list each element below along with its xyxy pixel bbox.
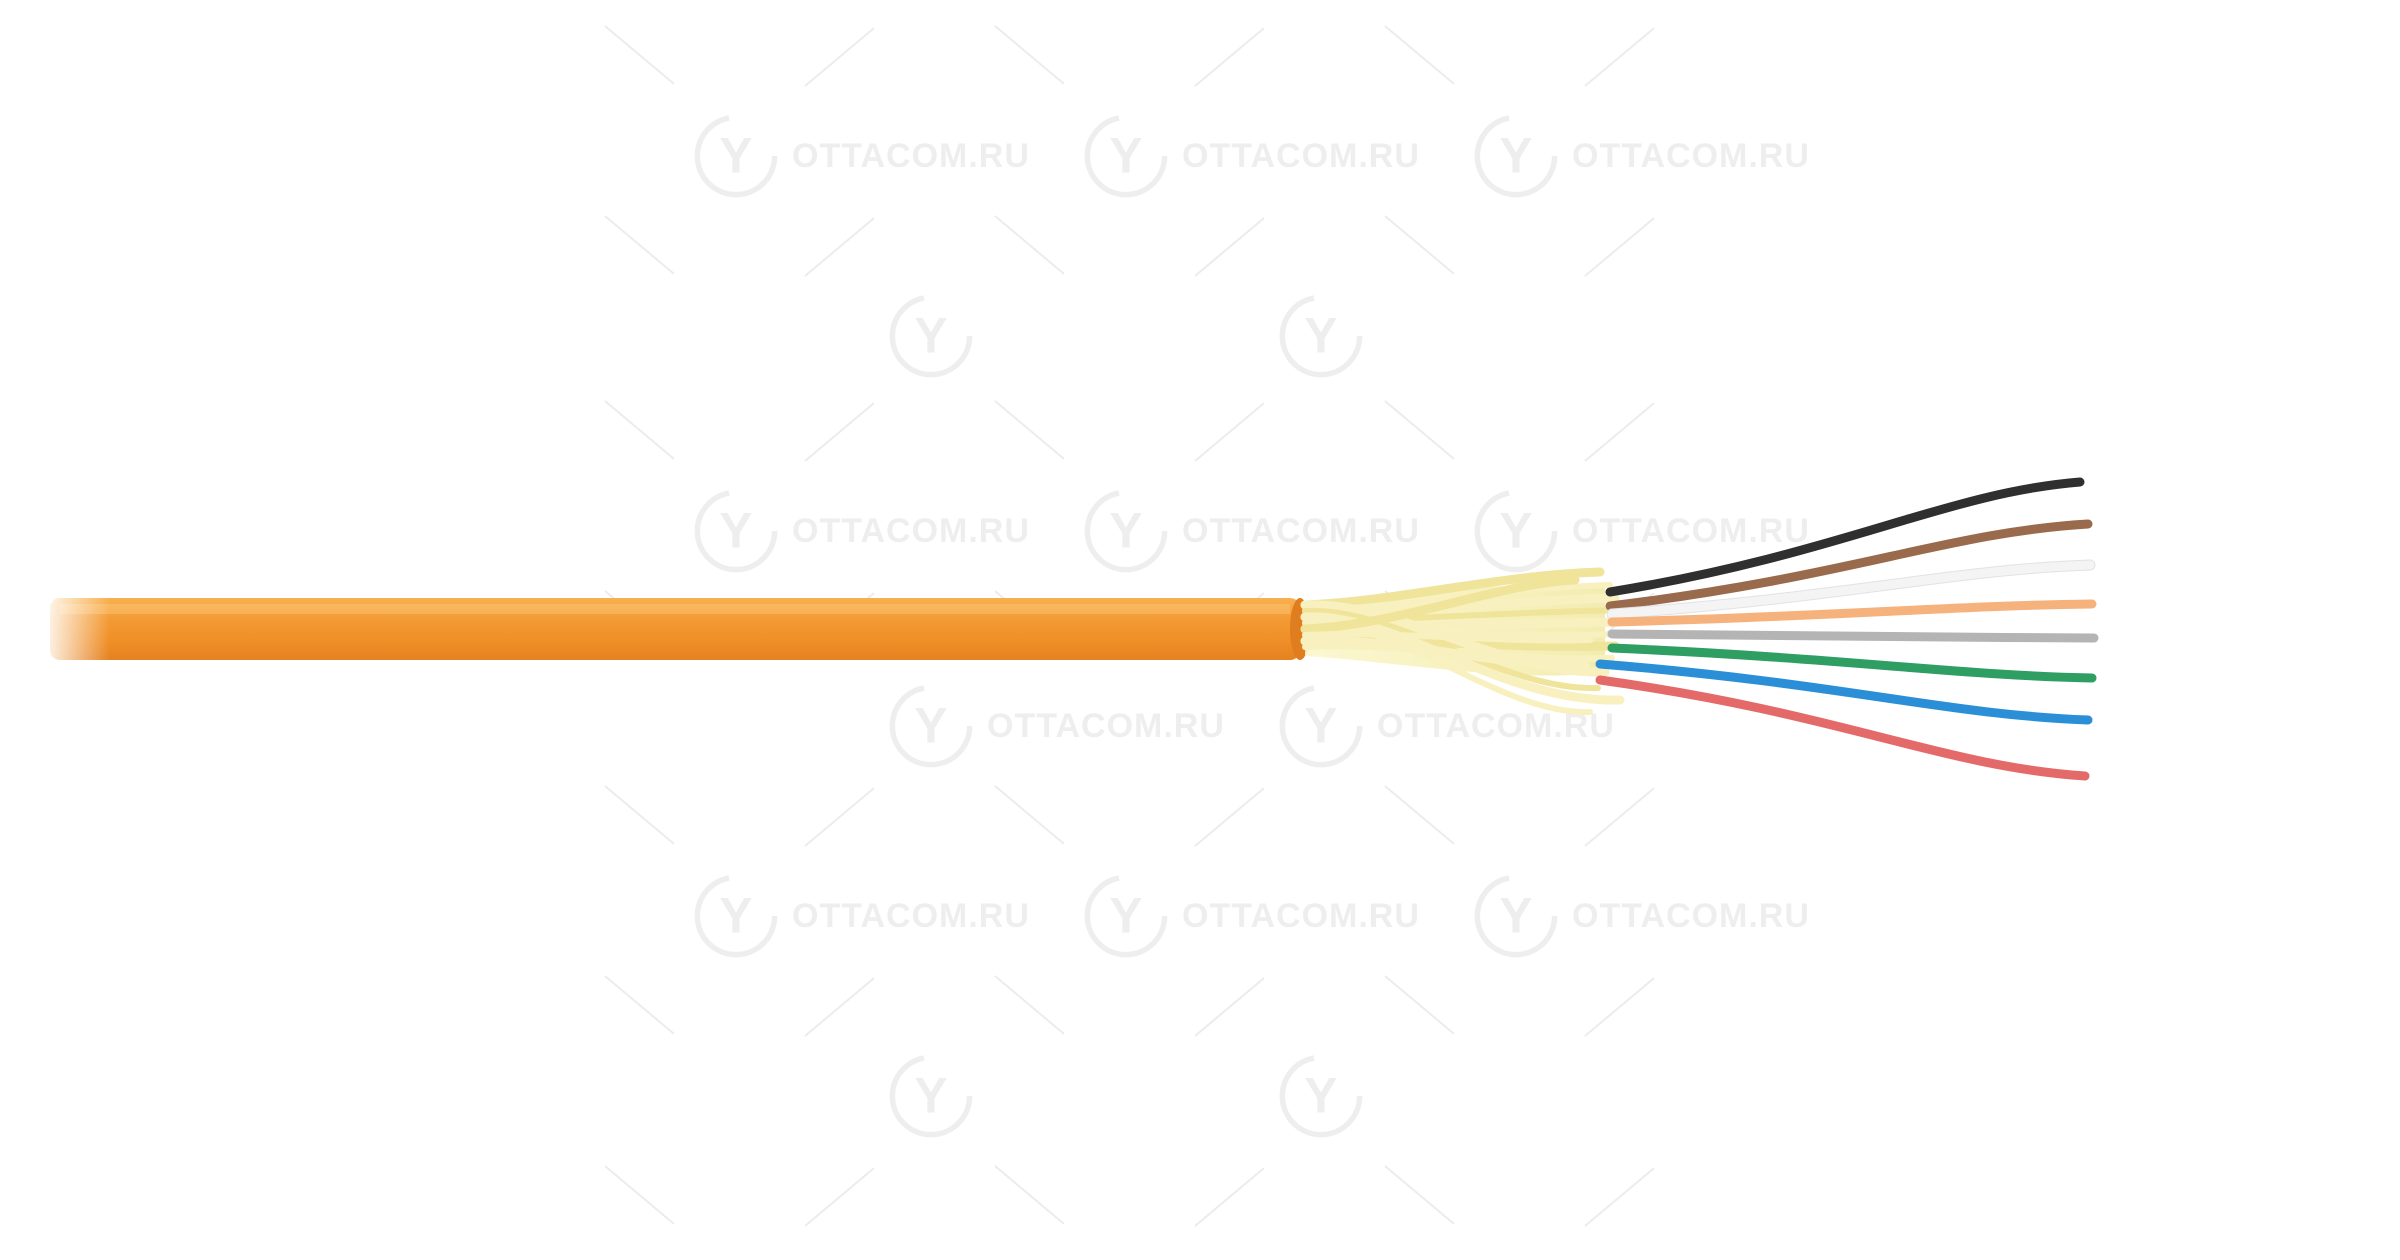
yarn-strand	[1300, 575, 1580, 634]
yarn-strand	[1300, 612, 1625, 705]
fiber-strand-4	[1607, 599, 2097, 627]
cable-jacket	[50, 598, 1300, 660]
aramid-yarn-strands	[1300, 567, 1625, 716]
fiber-strand-8	[1595, 675, 2090, 781]
fiber-strand-2	[1605, 519, 2093, 611]
fiber-strand-7	[1595, 659, 2093, 725]
fiber-strand-6	[1607, 643, 2097, 683]
fiber-strand-1	[1605, 477, 2085, 597]
yarn-strand	[1300, 636, 1590, 670]
fiber-strand-3	[1607, 560, 2095, 619]
cable-left-fade	[40, 590, 110, 670]
yarn-strand	[1302, 631, 1593, 644]
cable-jacket-highlight	[60, 604, 1290, 614]
fiber-strand-5	[1607, 629, 2099, 643]
yarn-strand	[1300, 567, 1605, 610]
colored-fibers	[1595, 477, 2099, 781]
